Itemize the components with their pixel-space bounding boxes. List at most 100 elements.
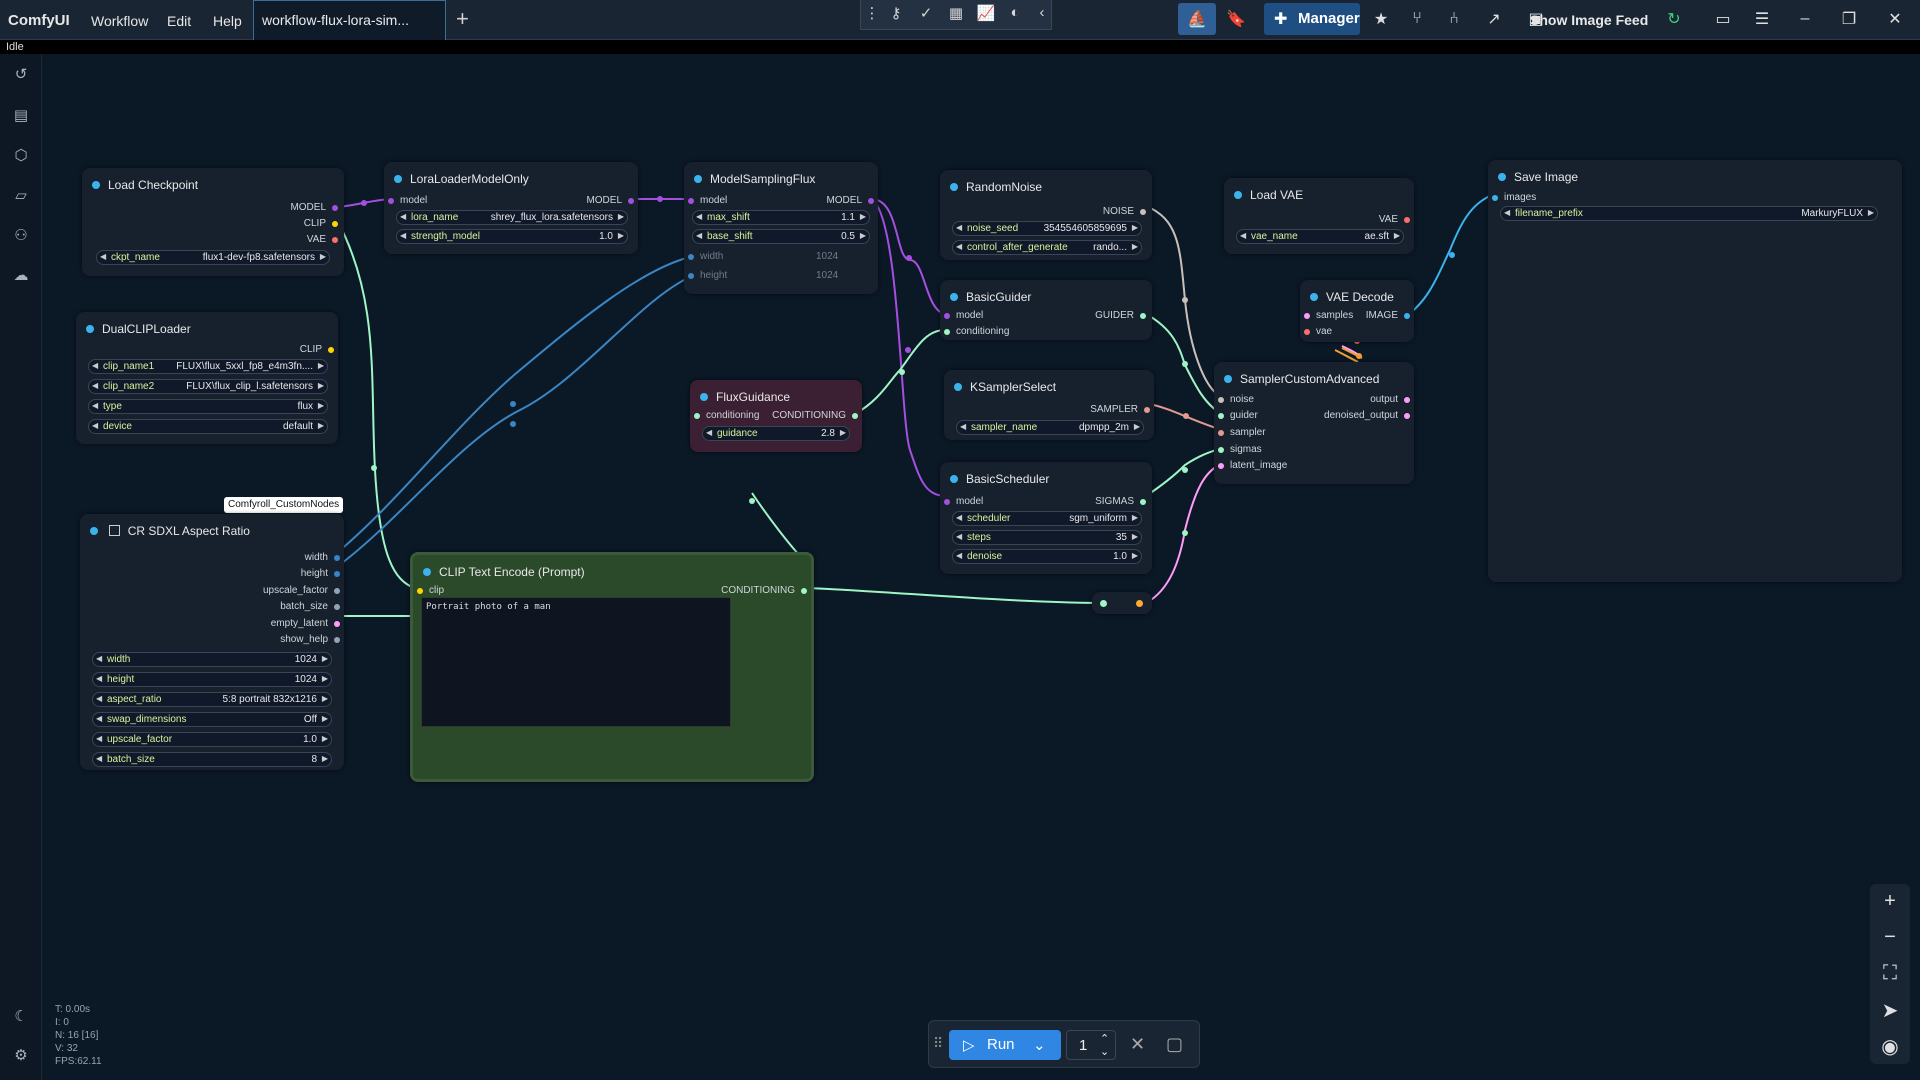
visibility-icon[interactable]: ◉ xyxy=(1881,1036,1899,1058)
widget-width[interactable]: width 1024 xyxy=(92,652,332,667)
workflow-tab[interactable]: workflow-flux-lora-sim... xyxy=(253,0,446,40)
node-load-vae[interactable]: Load VAE VAE vae_name ae.sft xyxy=(1224,178,1414,254)
reroute-input[interactable] xyxy=(1100,600,1107,607)
add-tab-icon[interactable]: + xyxy=(456,6,469,31)
input-guider[interactable]: guider xyxy=(1218,410,1258,421)
table-icon[interactable]: ▦ xyxy=(948,5,964,22)
widget-device[interactable]: device default xyxy=(88,419,328,434)
node-model-sampling-flux[interactable]: ModelSamplingFlux model MODEL max_shift … xyxy=(684,162,878,294)
zoom-in-icon[interactable]: + xyxy=(1884,890,1896,912)
folder-icon[interactable]: ▱ xyxy=(15,187,27,204)
share-icon[interactable]: ↗ xyxy=(1487,11,1501,28)
widget-noise-seed[interactable]: noise_seed 354554605859695 xyxy=(952,221,1142,236)
node-library-icon[interactable]: ⚇ xyxy=(14,227,28,244)
output-height[interactable]: height xyxy=(301,568,341,579)
output-conditioning[interactable]: CONDITIONING xyxy=(772,410,858,421)
key-icon[interactable]: ⚷ xyxy=(890,5,902,22)
input-width[interactable]: width xyxy=(688,251,723,262)
refresh-icon[interactable]: ↻ xyxy=(1667,11,1681,28)
fork-icon[interactable]: ⑂ xyxy=(1412,10,1422,27)
checkbox-icon[interactable] xyxy=(109,525,121,536)
menu-help[interactable]: Help xyxy=(213,13,242,29)
input-height[interactable]: height xyxy=(688,270,727,281)
input-samples[interactable]: samples xyxy=(1304,310,1353,321)
output-denoised[interactable]: denoised_output xyxy=(1324,410,1410,421)
node-vae-decode[interactable]: VAE Decode samples vae IMAGE xyxy=(1300,280,1414,342)
node-dual-clip-loader[interactable]: DualCLIPLoader CLIP clip_name1 FLUX\flux… xyxy=(76,312,338,444)
node-clip-text-encode[interactable]: CLIP Text Encode (Prompt) clip CONDITION… xyxy=(410,552,814,782)
star-icon[interactable]: ★ xyxy=(1373,11,1389,28)
output-noise[interactable]: NOISE xyxy=(1103,206,1147,217)
widget-lora-name[interactable]: lora_name shrey_flux_lora.safetensors xyxy=(396,210,628,225)
input-model[interactable]: model xyxy=(688,195,727,206)
node-sampler-custom-advanced[interactable]: SamplerCustomAdvanced noise guider sampl… xyxy=(1214,362,1414,484)
widget-aspect-ratio[interactable]: aspect_ratio 5:8 portrait 832x1216 xyxy=(92,692,332,707)
prompt-textarea[interactable]: Portrait photo of a man xyxy=(421,597,731,727)
app-logo[interactable]: ComfyUI xyxy=(8,12,70,29)
upload-icon[interactable]: ☁ xyxy=(13,267,29,284)
node-basic-scheduler[interactable]: BasicScheduler model SIGMAS scheduler sg… xyxy=(940,462,1152,574)
stepper-up-icon[interactable]: ⌃ xyxy=(1100,1033,1110,1045)
node-random-noise[interactable]: RandomNoise NOISE noise_seed 35455460585… xyxy=(940,170,1152,260)
output-batch-size[interactable]: batch_size xyxy=(280,601,340,612)
theme-icon[interactable]: ☾ xyxy=(14,1008,28,1025)
node-load-checkpoint[interactable]: Load Checkpoint MODEL CLIP VAE ckpt_name… xyxy=(82,168,344,276)
reroute-output[interactable] xyxy=(1136,600,1143,607)
widget-max-shift[interactable]: max_shift 1.1 xyxy=(692,210,870,225)
widget-control-after-generate[interactable]: control_after_generate rando... xyxy=(952,240,1142,255)
maximize-icon[interactable]: ❐ xyxy=(1841,11,1857,28)
widget-steps[interactable]: steps 35 xyxy=(952,530,1142,545)
widget-clip-name2[interactable]: clip_name2 FLUX\flux_clip_l.safetensors xyxy=(88,379,328,394)
run-button[interactable]: ▷ Run ⌄ xyxy=(949,1030,1061,1060)
output-output[interactable]: output xyxy=(1370,394,1410,405)
branch-icon[interactable]: ⑃ xyxy=(1449,10,1459,27)
output-model[interactable]: MODEL xyxy=(826,195,874,206)
history-icon[interactable]: ↺ xyxy=(14,66,28,83)
sketch-icon[interactable]: ⛵ xyxy=(1178,3,1216,35)
output-guider[interactable]: GUIDER xyxy=(1095,310,1146,321)
show-image-feed-button[interactable]: Show Image Feed xyxy=(1530,12,1649,28)
reroute-node[interactable] xyxy=(1092,592,1152,614)
hamburger-menu-icon[interactable]: ☰ xyxy=(1754,11,1770,28)
output-vae[interactable]: VAE xyxy=(1379,214,1411,225)
github-icon[interactable]: ◐ xyxy=(1010,4,1020,21)
input-model[interactable]: model xyxy=(944,496,983,507)
widget-vae-name[interactable]: vae_name ae.sft xyxy=(1236,229,1404,244)
chevron-down-icon[interactable]: ⌄ xyxy=(1033,1037,1046,1054)
menu-workflow[interactable]: Workflow xyxy=(91,13,149,29)
widget-filename-prefix[interactable]: filename_prefix MarkuryFLUX xyxy=(1500,206,1878,221)
drag-handle-icon[interactable]: ⠿ xyxy=(933,1035,944,1051)
input-sigmas[interactable]: sigmas xyxy=(1218,444,1262,455)
input-model[interactable]: model xyxy=(944,310,983,321)
widget-base-shift[interactable]: base_shift 0.5 xyxy=(692,229,870,244)
widget-type[interactable]: type flux xyxy=(88,399,328,414)
widget-clip-name1[interactable]: clip_name1 FLUX\flux_5xxl_fp8_e4m3fn.... xyxy=(88,359,328,374)
input-conditioning[interactable]: conditioning xyxy=(694,410,759,421)
bookmark-icon[interactable]: 🔖 xyxy=(1226,11,1246,28)
widget-ckpt-name[interactable]: ckpt_name flux1-dev-fp8.safetensors xyxy=(96,250,330,265)
zoom-out-icon[interactable]: − xyxy=(1884,926,1896,948)
node-cr-sdxl-aspect-ratio[interactable]: CR SDXL Aspect Ratio width height upscal… xyxy=(80,514,344,770)
output-clip[interactable]: CLIP xyxy=(304,218,339,229)
minimize-icon[interactable]: – xyxy=(1800,10,1810,27)
output-model[interactable]: MODEL xyxy=(290,202,338,213)
output-clip[interactable]: CLIP xyxy=(300,344,335,355)
close-window-icon[interactable]: ✕ xyxy=(1888,11,1902,28)
chart-icon[interactable]: 📈 xyxy=(976,5,996,22)
input-vae[interactable]: vae xyxy=(1304,326,1332,337)
input-model[interactable]: model xyxy=(388,195,427,206)
input-images[interactable]: images xyxy=(1492,192,1536,203)
collapse-icon[interactable]: ‹ xyxy=(1039,4,1045,21)
model-library-icon[interactable]: ⬡ xyxy=(14,147,28,164)
output-model[interactable]: MODEL xyxy=(586,195,634,206)
widget-denoise[interactable]: denoise 1.0 xyxy=(952,549,1142,564)
input-noise[interactable]: noise xyxy=(1218,394,1254,405)
node-save-image[interactable]: Save Image images filename_prefix Markur… xyxy=(1488,160,1902,582)
node-basic-guider[interactable]: BasicGuider model conditioning GUIDER xyxy=(940,280,1152,340)
node-flux-guidance[interactable]: FluxGuidance conditioning CONDITIONING g… xyxy=(690,380,862,452)
input-sampler[interactable]: sampler xyxy=(1218,427,1266,438)
more-icon[interactable]: ⋮ xyxy=(864,5,880,22)
batch-count-input[interactable]: 1 ⌃ ⌄ xyxy=(1066,1030,1116,1060)
input-clip[interactable]: clip xyxy=(417,585,444,596)
fit-view-icon[interactable]: ⛶ xyxy=(1883,962,1897,984)
